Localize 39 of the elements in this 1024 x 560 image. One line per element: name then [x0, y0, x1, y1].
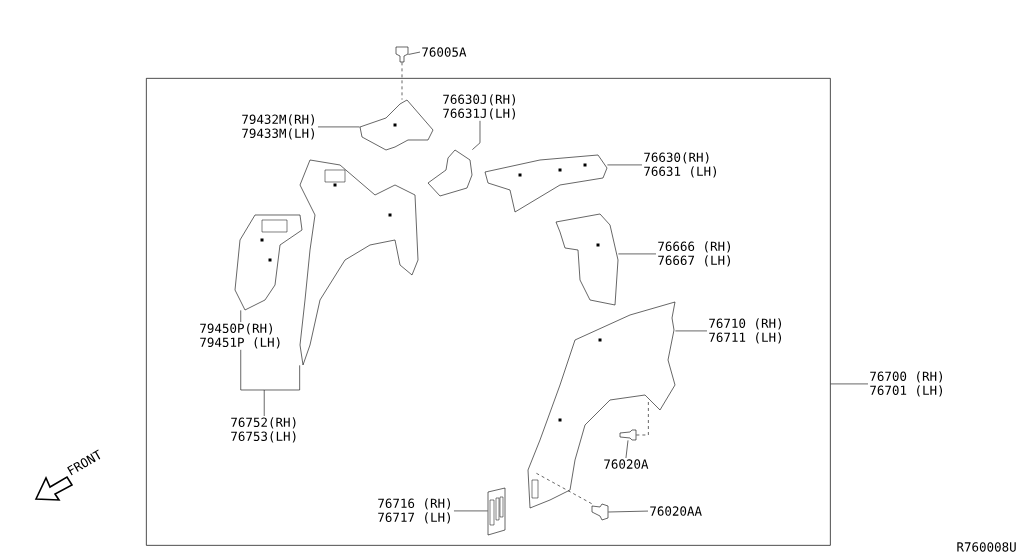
- part-drawing: [234, 214, 303, 311]
- leader-line: [408, 51, 421, 55]
- part-number: 76005A: [422, 47, 467, 57]
- part-drawing: [591, 503, 609, 521]
- leader-line: [636, 399, 649, 436]
- part-drawing: [299, 159, 419, 366]
- frame-box: [146, 78, 831, 546]
- diagram-code: R760008U: [957, 542, 1016, 552]
- part-number: 76666 (RH) 76667 (LH): [658, 241, 730, 267]
- leader-line: [240, 349, 300, 417]
- part-drawing: [359, 99, 434, 151]
- part-drawing: [487, 487, 506, 536]
- part-number: 76020AA: [650, 506, 702, 516]
- part-drawing: [619, 429, 637, 441]
- leader-line: [401, 62, 403, 100]
- part-number: 79432M(RH) 79433M(LH): [242, 114, 314, 140]
- part-number: 76630(RH) 76631 (LH): [644, 152, 716, 178]
- part-drawing: [395, 46, 409, 63]
- leader-line: [453, 510, 488, 512]
- part-number: 76716 (RH) 76717 (LH): [378, 498, 450, 524]
- leader-line: [618, 253, 657, 255]
- leader-line: [534, 472, 592, 504]
- leader-line: [240, 310, 242, 323]
- leader-line: [317, 126, 360, 128]
- leader-line: [607, 164, 643, 166]
- leader-line: [608, 510, 649, 513]
- part-number: 76710 (RH) 76711 (LH): [709, 318, 781, 344]
- part-number: 76020A: [604, 459, 649, 469]
- leader-line: [472, 120, 481, 150]
- part-number: 76630J(RH) 76631J(LH): [443, 94, 515, 120]
- leader-line: [830, 383, 869, 385]
- leader-line: [675, 330, 708, 332]
- part-drawing: [484, 154, 608, 213]
- part-drawing: [427, 149, 473, 197]
- part-number: 76752(RH) 76753(LH): [231, 417, 296, 443]
- part-number: 76700 (RH) 76701 (LH): [870, 371, 942, 397]
- leader-line: [625, 440, 629, 459]
- part-drawing: [555, 213, 619, 306]
- part-number: 79450P(RH) 79451P (LH): [200, 323, 280, 349]
